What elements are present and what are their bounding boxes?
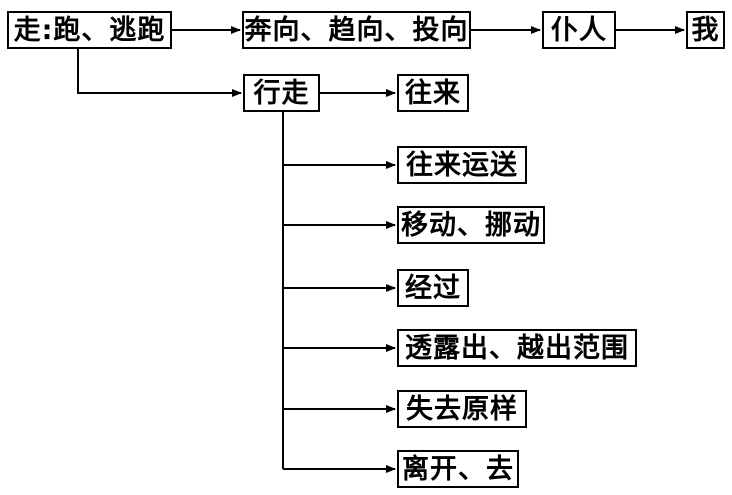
arrow-root-to-walk (77, 48, 242, 97)
node-me: 我 (686, 11, 725, 49)
node-transport: 往来运送 (397, 146, 527, 184)
node-walk: 行走 (243, 74, 320, 112)
node-rush-toward: 奔向、趋向、投向 (242, 11, 471, 49)
node-come-go: 往来 (397, 74, 469, 112)
node-leak: 透露出、越出范围 (397, 329, 637, 367)
node-leave: 离开、去 (397, 450, 519, 488)
node-pass: 经过 (397, 269, 469, 307)
node-lose-shape: 失去原样 (397, 390, 527, 428)
node-root-run: 走:跑、逃跑 (7, 11, 172, 49)
node-move: 移动、挪动 (397, 206, 545, 244)
node-servant: 仆人 (542, 11, 616, 49)
